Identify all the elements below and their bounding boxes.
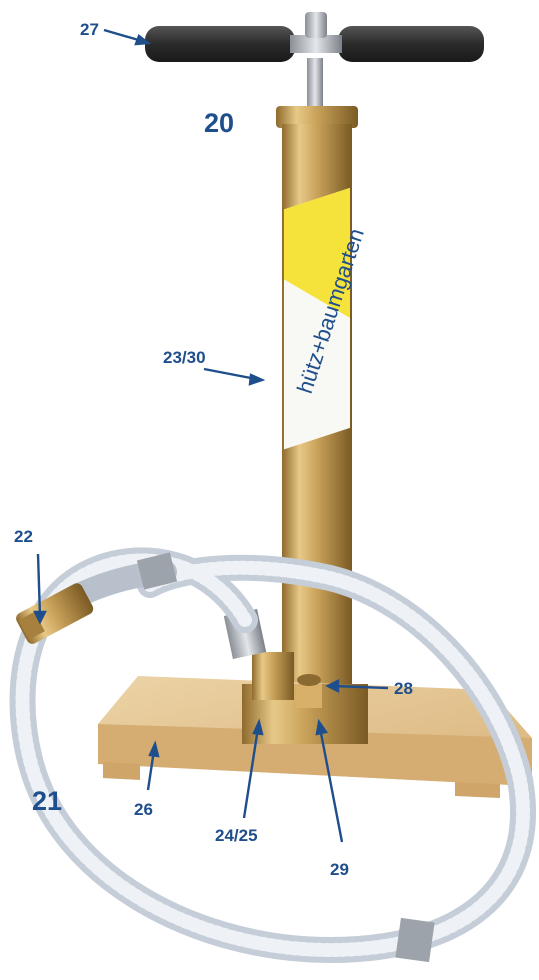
callout-26: 26	[134, 800, 153, 819]
connector-28	[296, 684, 322, 708]
callout-arrows	[33, 28, 389, 843]
callout-21: 21	[32, 786, 63, 816]
hose-clamp-bottom	[395, 917, 435, 963]
callout-28: 28	[394, 679, 413, 698]
callout-22: 22	[14, 527, 33, 546]
callout-27: 27	[80, 20, 99, 39]
t-handle	[145, 12, 484, 62]
right-grip	[338, 26, 484, 62]
pump-barrel	[276, 106, 358, 724]
callout-20: 20	[204, 108, 235, 138]
handle-crossbar	[290, 35, 342, 53]
callout-24-25: 24/25	[215, 826, 258, 845]
piston-rod	[307, 58, 323, 110]
coupling-22	[16, 583, 94, 644]
brand-sticker	[284, 187, 350, 450]
callout-23-30: 23/30	[163, 348, 206, 367]
handle-nut	[305, 12, 327, 38]
left-grip	[145, 26, 295, 62]
hose-clamp-top	[136, 552, 178, 590]
callout-29: 29	[330, 860, 349, 879]
coupling-24-25	[252, 652, 294, 700]
